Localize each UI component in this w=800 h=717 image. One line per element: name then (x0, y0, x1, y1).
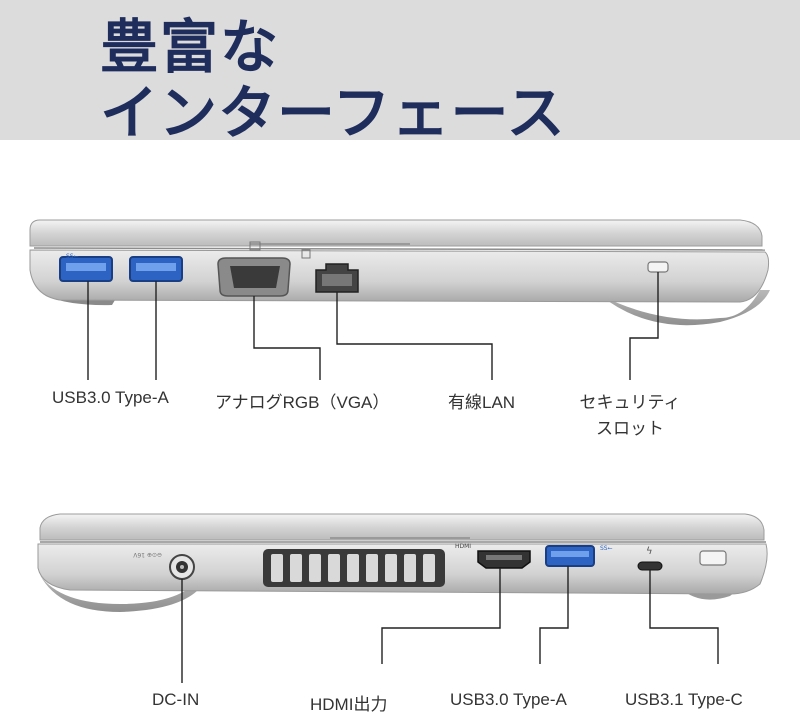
svg-text:ϟ: ϟ (646, 546, 653, 557)
title-line-1: 豊富な (100, 13, 281, 81)
label-security-line1: セキュリティ (579, 393, 681, 412)
usb-a-port-1: SS⭠ (59, 253, 113, 282)
lan-port (301, 249, 359, 293)
header-banner (0, 0, 800, 140)
label-usb-c: USB3.1 Type-C (625, 690, 743, 709)
usb-a-port-2 (129, 256, 183, 282)
hdmi-port: HDMI (455, 543, 531, 569)
label-hdmi: HDMI出力 (310, 695, 388, 714)
label-security-line2: スロット (596, 419, 664, 438)
usb-a-port-3: SS⭠ (545, 545, 613, 567)
laptop-left-side (29, 219, 770, 326)
label-vga: アナログRGB（VGA） (215, 393, 390, 412)
label-dc-in: DC-IN (152, 690, 200, 709)
svg-text:SS⭠: SS⭠ (600, 545, 613, 552)
security-slot (647, 261, 669, 273)
label-usb-a-right: USB3.0 Type-A (450, 690, 567, 709)
bottom-leader-lines (181, 566, 719, 683)
label-usb-a-left: USB3.0 Type-A (52, 388, 169, 407)
dc-in-port (169, 554, 195, 580)
label-lan: 有線LAN (448, 393, 516, 412)
svg-text:⊖⊙⊕ 16V: ⊖⊙⊕ 16V (132, 551, 162, 558)
svg-text:SS⭠: SS⭠ (66, 253, 79, 260)
vent-grille (263, 549, 445, 587)
title-line-2: インターフェース (100, 79, 566, 147)
vga-port (217, 241, 291, 297)
svg-text:HDMI: HDMI (455, 543, 471, 550)
lock-slot (699, 550, 727, 566)
top-leader-lines (87, 272, 659, 380)
